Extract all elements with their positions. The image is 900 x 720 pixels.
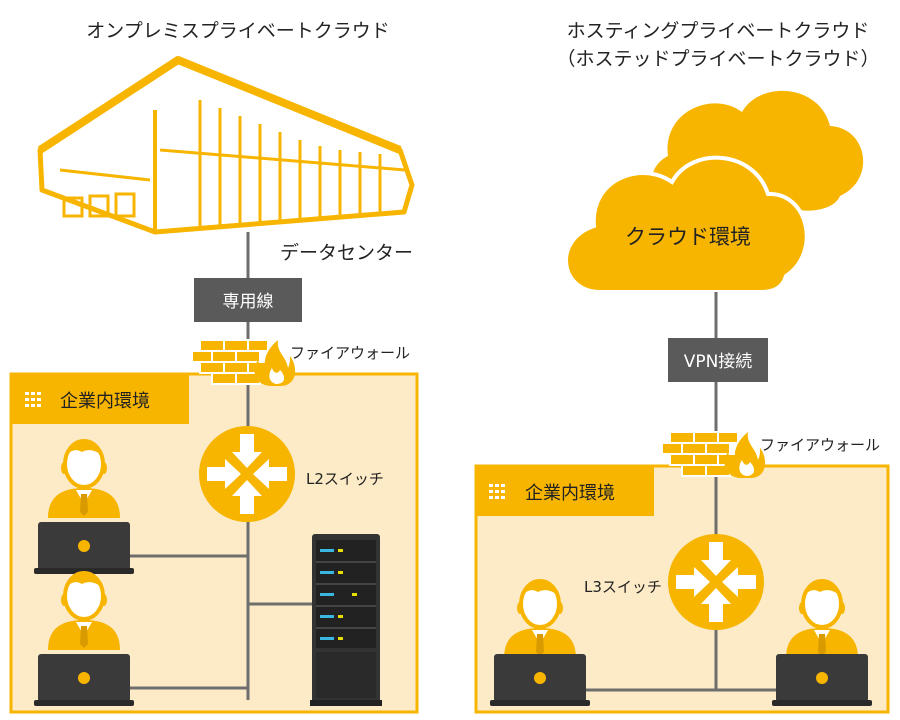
datacenter-label: データセンター xyxy=(280,242,413,264)
laptop-icon xyxy=(490,654,590,706)
building-icon xyxy=(22,384,44,412)
laptop-icon xyxy=(34,522,134,574)
router-icon xyxy=(668,534,764,630)
right-title-line1: ホスティングプライベートクラウド xyxy=(567,20,870,42)
router-icon xyxy=(199,426,295,522)
right-title-line2: （ホステッドプライベートクラウド） xyxy=(556,48,879,70)
server-rack-icon xyxy=(310,534,382,706)
laptop-icon xyxy=(772,654,872,706)
left-firewall-label: ファイアウォール xyxy=(290,344,410,362)
cloud-icon xyxy=(564,90,864,294)
laptop-icon xyxy=(34,654,134,706)
left-env-label: 企業内環境 xyxy=(60,391,150,412)
l2-switch-label: L2スイッチ xyxy=(306,470,384,488)
vpn-label: VPN接続 xyxy=(684,352,753,372)
right-env-label: 企業内環境 xyxy=(525,483,615,504)
right-firewall-label: ファイアウォール xyxy=(760,436,880,454)
datacenter-icon xyxy=(37,56,415,235)
cloud-label: クラウド環境 xyxy=(625,225,751,249)
leased-line-label: 専用線 xyxy=(223,292,274,312)
left-title: オンプレミスプライベートクラウド xyxy=(86,20,389,42)
vpn-box xyxy=(668,338,768,382)
leased-line-box xyxy=(194,278,302,322)
l3-switch-label: L3スイッチ xyxy=(584,578,662,596)
building-icon xyxy=(486,476,508,504)
